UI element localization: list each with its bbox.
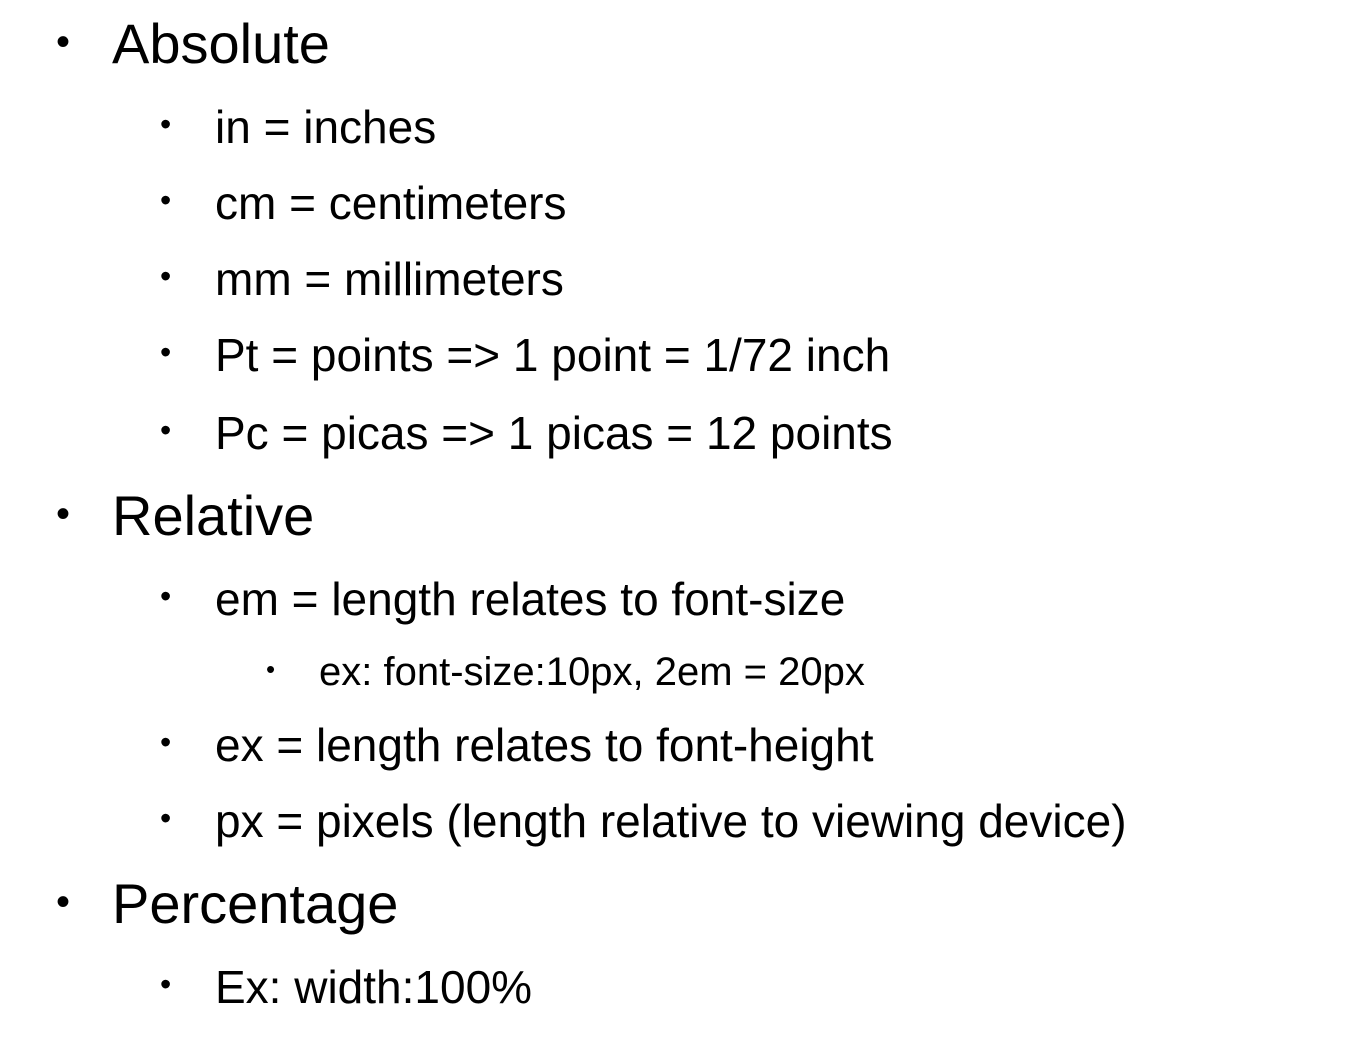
bullet-icon: •	[160, 578, 172, 614]
bullet-icon: •	[160, 182, 172, 218]
bullet-icon: •	[160, 258, 172, 294]
list-item-label: Pt = points => 1 point = 1/72 inch	[215, 329, 891, 381]
bullet-icon: •	[160, 106, 172, 142]
list-item-label: em = length relates to font-size	[215, 573, 846, 625]
section-heading-label: Relative	[112, 484, 315, 547]
bullet-icon: •	[160, 412, 172, 448]
bullet-icon: •	[266, 654, 276, 684]
bullet-icon: •	[160, 966, 172, 1002]
bullet-icon: •	[160, 800, 172, 836]
bullet-icon: •	[56, 880, 71, 924]
list-item-label: ex = length relates to font-height	[215, 719, 874, 771]
bullet-icon: •	[56, 492, 71, 536]
bullet-icon: •	[160, 334, 172, 370]
section-heading-label: Absolute	[112, 12, 330, 75]
list-item-label: Pc = picas => 1 picas = 12 points	[215, 407, 893, 459]
bullet-icon: •	[56, 20, 71, 64]
list-item-label: mm = millimeters	[215, 253, 564, 305]
list-item-label: px = pixels (length relative to viewing …	[215, 795, 1127, 847]
section-heading-label: Percentage	[112, 872, 399, 935]
list-item-label: in = inches	[215, 101, 437, 153]
list-item-label: cm = centimeters	[215, 177, 567, 229]
bullet-icon: •	[160, 724, 172, 760]
list-item-label: Ex: width:100%	[215, 961, 533, 1013]
list-item-label: ex: font-size:10px, 2em = 20px	[319, 650, 865, 694]
